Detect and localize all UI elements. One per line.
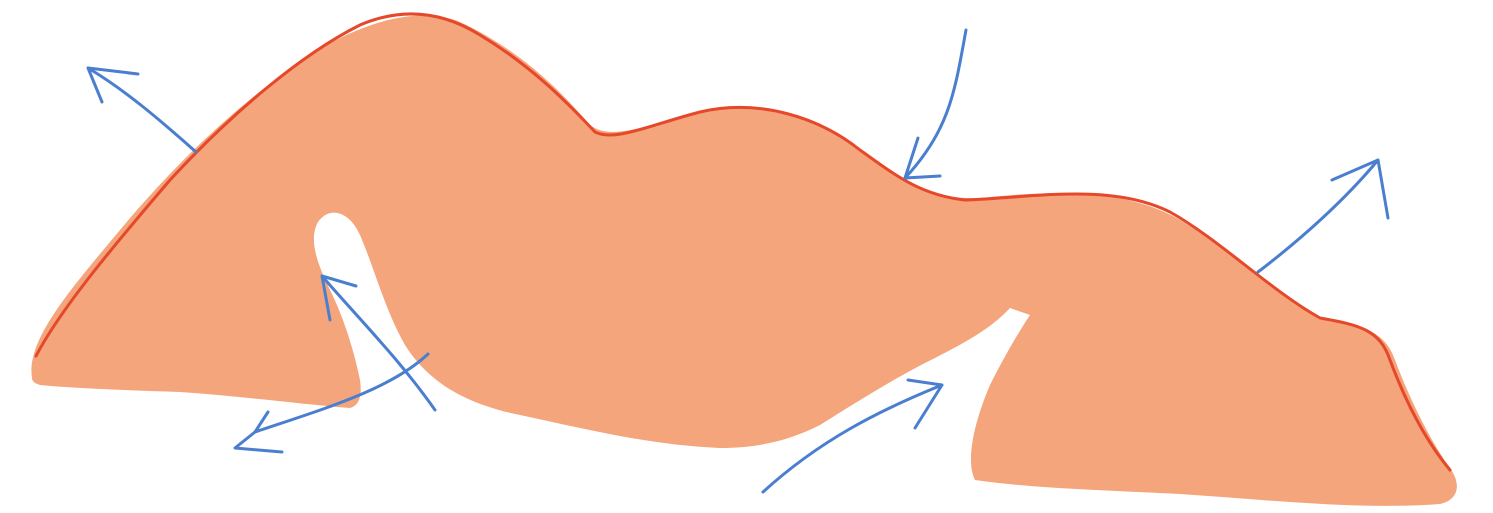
sketch-diagram [0,0,1493,513]
